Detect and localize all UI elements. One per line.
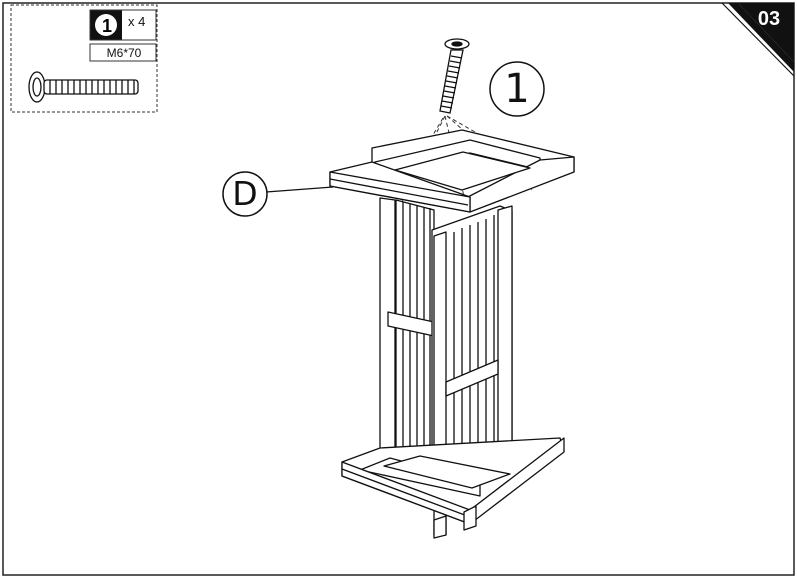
callout-screw-label: 1: [504, 66, 530, 112]
callout-circle-d: [222, 171, 268, 217]
bolt-icon: [28, 71, 139, 103]
callout-circle-1: [489, 61, 545, 117]
part-quantity: x 4: [128, 14, 146, 29]
callout-panel-label: D: [232, 174, 258, 213]
part-number-label: 1: [101, 16, 112, 36]
stand-drawing: [329, 129, 575, 539]
part-size: M6*70: [106, 46, 142, 60]
screw-drawing: [439, 38, 470, 114]
parts-box: [10, 4, 158, 113]
step-number: 03: [757, 8, 781, 30]
